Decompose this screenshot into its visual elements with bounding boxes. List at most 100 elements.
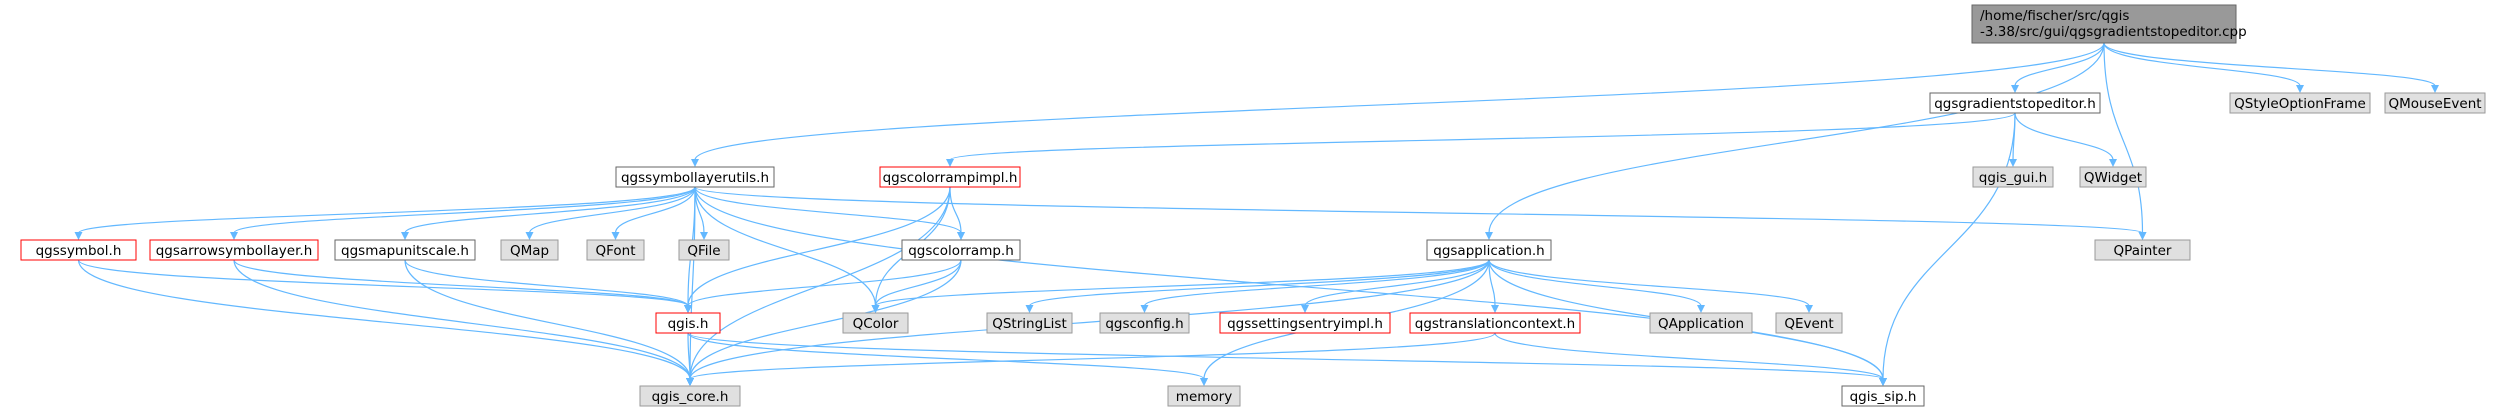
node-qgssymbol_h[interactable]: qgssymbol.h xyxy=(20,239,137,261)
edge-line xyxy=(874,259,1490,307)
edge-line xyxy=(77,186,696,234)
node-label: -3.38/src/gui/qgsgradientstopeditor.cpp xyxy=(1980,24,2247,40)
node-box xyxy=(1426,239,1552,261)
edge-line xyxy=(1488,259,1496,307)
node-label: qgsconfig.h xyxy=(1105,316,1183,332)
node-label: qgscolorrampimpl.h xyxy=(883,170,1018,186)
node-qfont: QFont xyxy=(586,239,645,261)
node-label: QMap xyxy=(510,243,549,259)
node-box xyxy=(2094,239,2191,261)
node-mapunitscale_h[interactable]: qgsmapunitscale.h xyxy=(334,239,476,261)
node-label: QPainter xyxy=(2114,243,2172,259)
edge-arrowhead xyxy=(1140,305,1149,313)
node-translationcontext_h[interactable]: qgstranslationcontext.h xyxy=(1409,312,1581,334)
edge-arrowhead xyxy=(611,232,620,240)
edge-root-to-application_h xyxy=(1485,42,2105,240)
edge-arrowhead xyxy=(1879,378,1887,386)
edge-line xyxy=(1488,259,1810,307)
node-application_h[interactable]: qgsapplication.h xyxy=(1426,239,1552,261)
edge-arrowhead xyxy=(957,232,965,240)
node-box xyxy=(615,166,775,188)
node-label: QWidget xyxy=(2084,170,2142,186)
node-box xyxy=(334,239,476,261)
node-box xyxy=(1971,4,2237,44)
node-qevent: QEvent xyxy=(1775,312,1843,334)
node-qgis_core_h: qgis_core.h xyxy=(639,385,741,407)
edge-gradientstopeditor_h-to-qwidget xyxy=(2014,112,2117,167)
edge-line xyxy=(949,112,2016,161)
edge-line xyxy=(1028,259,1490,307)
node-box xyxy=(639,385,741,407)
node-qpainter: QPainter xyxy=(2094,239,2191,261)
edge-line xyxy=(689,186,696,380)
node-qmap: QMap xyxy=(500,239,559,261)
node-qgsconfig_h: qgsconfig.h xyxy=(1099,312,1190,334)
node-box xyxy=(1219,312,1391,334)
node-label: qgsarrowsymbollayer.h xyxy=(156,243,313,259)
node-gradientstopeditor_h[interactable]: qgsgradientstopeditor.h xyxy=(1929,92,2101,114)
edge-line xyxy=(404,259,689,307)
edge-root-to-qstyleoptionframe xyxy=(2103,42,2304,93)
node-label: qgis_gui.h xyxy=(1979,170,2047,186)
edge-line xyxy=(233,259,689,307)
edge-colorramp_h-to-qcolor xyxy=(871,259,962,313)
edge-symbollayerutils_h-to-colorramp_h xyxy=(694,186,965,240)
edge-line xyxy=(77,259,689,307)
node-qgis_sip_h[interactable]: qgis_sip.h xyxy=(1841,385,1925,407)
node-box xyxy=(1167,385,1241,407)
edge-arrowhead xyxy=(230,232,238,240)
edge-arrowhead xyxy=(1485,232,1493,240)
node-label: QColor xyxy=(853,316,899,332)
edge-application_h-to-qcolor xyxy=(871,259,1490,313)
node-root[interactable]: /home/fischer/src/qgis-3.38/src/gui/qgsg… xyxy=(1971,4,2247,44)
node-label: qgsapplication.h xyxy=(1433,243,1545,259)
node-box xyxy=(586,239,645,261)
edge-arrowhead xyxy=(700,232,708,240)
node-settingsentryimpl_h[interactable]: qgssettingsentryimpl.h xyxy=(1219,312,1391,334)
node-qstringlist: QStringList xyxy=(986,312,1073,334)
edge-line xyxy=(2103,42,2436,87)
node-box xyxy=(1775,312,1843,334)
node-colorrampimpl_h[interactable]: qgscolorrampimpl.h xyxy=(879,166,1021,188)
node-label: QApplication xyxy=(1658,316,1744,332)
node-label: qgsmapunitscale.h xyxy=(341,243,469,259)
edge-arrowhead xyxy=(686,378,694,386)
edge-arrowhead xyxy=(1025,305,1034,313)
node-label: QStyleOptionFrame xyxy=(2234,96,2366,112)
edge-root-to-qpainter xyxy=(2103,42,2147,240)
edge-line xyxy=(2103,42,2144,234)
edge-arrowhead xyxy=(1301,305,1309,313)
node-qcolor: QColor xyxy=(842,312,909,334)
node-symbollayerutils_h[interactable]: qgssymbollayerutils.h xyxy=(615,166,775,188)
edge-arrowhead xyxy=(2009,159,2017,167)
node-label: qgis_sip.h xyxy=(1850,389,1917,405)
node-label: qgstranslationcontext.h xyxy=(1415,316,1576,332)
edge-line xyxy=(687,332,691,380)
edge-line xyxy=(1494,332,1884,380)
edge-application_h-to-qgsconfig_h xyxy=(1140,259,1490,313)
node-qgis_h[interactable]: qgis.h xyxy=(655,312,721,334)
edge-symbollayerutils_h-to-qfont xyxy=(611,186,696,240)
edge-colorramp_h-to-qgis_h xyxy=(684,259,962,313)
edge-line xyxy=(1488,259,1702,307)
edge-arrowsymbollayer_h-to-qgis_core_h xyxy=(233,259,694,386)
edge-application_h-to-qevent xyxy=(1488,259,1813,313)
edge-gradientstopeditor_h-to-qgis_sip_h xyxy=(1879,112,2016,386)
edge-mapunitscale_h-to-qgis_h xyxy=(404,259,692,313)
node-label: qgis_core.h xyxy=(652,389,729,405)
edge-line xyxy=(689,259,962,380)
node-colorramp_h[interactable]: qgscolorramp.h xyxy=(901,239,1021,261)
edge-line xyxy=(1488,42,2105,234)
edge-translationcontext_h-to-qgis_sip_h xyxy=(1494,332,1887,386)
node-box xyxy=(1929,92,2101,114)
node-label: QFont xyxy=(595,243,635,259)
edge-line xyxy=(77,259,691,380)
edge-root-to-symbollayerutils_h xyxy=(691,42,2105,167)
edge-colorrampimpl_h-to-colorramp_h xyxy=(949,186,965,240)
node-arrowsymbollayer_h[interactable]: qgsarrowsymbollayer.h xyxy=(149,239,319,261)
node-box xyxy=(149,239,319,261)
node-box xyxy=(2384,92,2486,114)
node-box xyxy=(678,239,730,261)
edge-arrowhead xyxy=(1200,378,1208,386)
